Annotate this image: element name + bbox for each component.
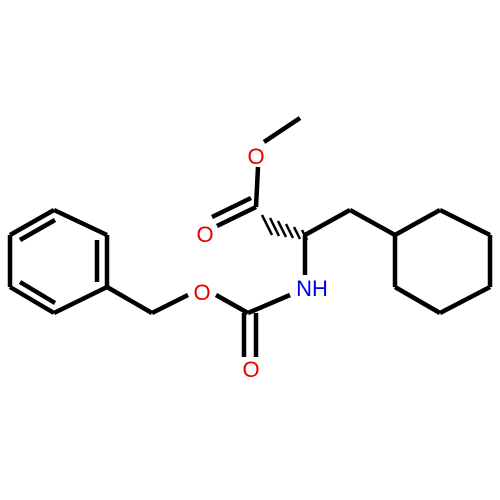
bond-cy-a — [393, 208, 442, 237]
stereo-hash-bond — [260, 214, 309, 241]
hash-3 — [284, 223, 295, 239]
ester-oxygen-label: O — [247, 144, 264, 169]
bond-cy-d — [438, 285, 492, 315]
bond-cy-b — [438, 207, 492, 238]
bond-ring-a — [8, 208, 56, 237]
backbone-bonds — [105, 116, 397, 357]
bond-ester-co-1 — [216, 204, 257, 229]
bond-o-methyl — [262, 116, 302, 144]
bond-ch2-cyclohexyl — [348, 208, 397, 237]
hash-6 — [260, 214, 274, 236]
hash-5 — [268, 217, 281, 237]
bond-ch2-o — [150, 292, 190, 316]
bond-ester-co-2 — [211, 195, 252, 220]
hash-2 — [292, 226, 302, 240]
hash-4 — [276, 220, 288, 238]
amine-nh-label: NH — [296, 276, 328, 301]
carbamate-carbonyl-oxygen-label: O — [242, 357, 259, 382]
ester-carbonyl-oxygen-label: O — [196, 222, 213, 247]
hash-1 — [300, 229, 309, 241]
benzene-ring — [7, 207, 110, 316]
bond-ring-e — [8, 285, 56, 315]
carbamate-oxygen-label: O — [193, 280, 210, 305]
bond-o-carbamate-c — [214, 293, 250, 315]
bond-alpha-ch2 — [303, 208, 352, 237]
bond-ring-inner-1 — [18, 218, 57, 242]
bond-ring-inner-3 — [18, 280, 57, 305]
bond-ring-d — [53, 284, 108, 316]
bond-carbamate-n — [247, 292, 291, 316]
atom-labels: O O NH O O — [193, 144, 327, 382]
bond-phenyl-ch2 — [105, 285, 154, 315]
bond-cy-e — [393, 285, 442, 315]
cyclohexane-ring — [392, 207, 493, 315]
bond-ester-c-o — [253, 166, 261, 208]
bond-ring-b — [53, 207, 108, 238]
